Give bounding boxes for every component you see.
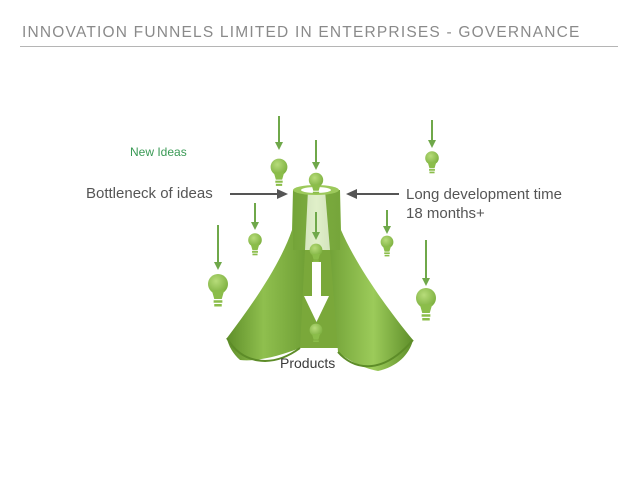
bottleneck-label: Bottleneck of ideas bbox=[86, 185, 213, 202]
new-ideas-label: New Ideas bbox=[130, 145, 187, 159]
lightbulb-icon bbox=[270, 158, 288, 186]
lightbulb-icon bbox=[380, 235, 394, 257]
lightbulb-icon bbox=[416, 288, 436, 321]
lightbulb-icon bbox=[309, 323, 323, 342]
lightbulb-icon bbox=[309, 243, 323, 262]
lightbulb-icon bbox=[208, 274, 228, 307]
lightbulbs bbox=[208, 151, 439, 342]
lightbulb-icon bbox=[425, 151, 439, 174]
title-divider bbox=[20, 46, 618, 47]
long-development-line-2: 18 months+ bbox=[406, 205, 485, 222]
center-down-arrow-icon bbox=[304, 262, 329, 322]
long-development-line-1: Long development time bbox=[406, 186, 562, 203]
idea-arrows bbox=[214, 116, 436, 286]
lightbulb-icon bbox=[308, 172, 324, 194]
slide-title: INNOVATION FUNNELS LIMITED IN ENTERPRISE… bbox=[22, 24, 581, 41]
products-label: Products bbox=[280, 355, 336, 371]
long-development-label: Long development time 18 months+ bbox=[406, 185, 562, 223]
lightbulb-icon bbox=[248, 233, 262, 256]
